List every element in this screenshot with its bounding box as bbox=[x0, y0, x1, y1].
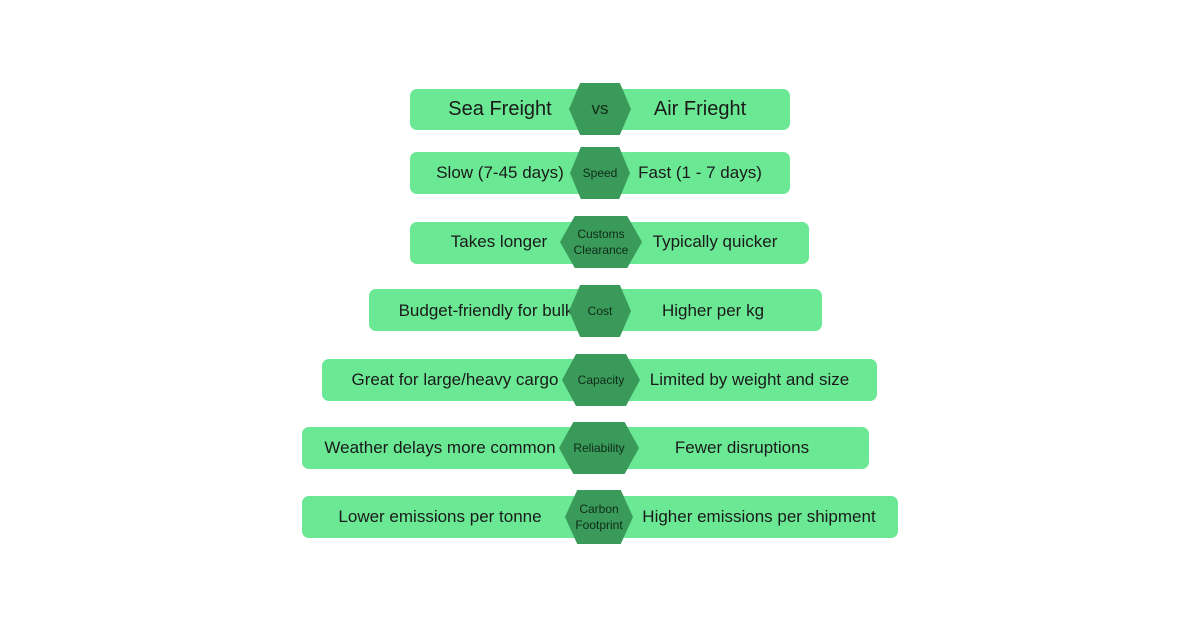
criterion-label: Capacity bbox=[577, 373, 625, 387]
header-left-label: Sea Freight bbox=[448, 97, 552, 120]
criterion-label: Cost bbox=[587, 304, 613, 318]
sea-value: Slow (7-45 days) bbox=[436, 163, 564, 182]
criterion-hexagon: Capacity bbox=[562, 354, 640, 406]
comparison-row-carbon-footprint: Lower emissions per tonne Higher emissio… bbox=[302, 490, 898, 544]
comparison-row-cost: Budget-friendly for bulk Higher per kg C… bbox=[369, 285, 822, 337]
vs-hexagon: vs bbox=[569, 83, 631, 135]
criterion-label: Speed bbox=[582, 166, 618, 180]
criterion-hexagon: Cost bbox=[569, 285, 631, 337]
header-row: Sea Freight Air Frieght vs bbox=[410, 83, 790, 135]
air-value: Typically quicker bbox=[652, 232, 778, 251]
sea-value: Weather delays more common bbox=[324, 438, 556, 457]
air-value: Higher per kg bbox=[661, 301, 765, 320]
criterion-label: Reliability bbox=[573, 441, 625, 455]
sea-value: Budget-friendly for bulk bbox=[398, 301, 574, 320]
air-value: Fewer disruptions bbox=[674, 438, 810, 457]
sea-value: Takes longer bbox=[450, 232, 548, 251]
criterion-label: Customs Clearance bbox=[573, 227, 629, 257]
comparison-row-reliability: Weather delays more common Fewer disrupt… bbox=[302, 422, 869, 474]
comparison-row-customs-clearance: Takes longer Typically quicker Customs C… bbox=[410, 216, 809, 268]
air-value: Higher emissions per shipment bbox=[642, 507, 876, 526]
criterion-hexagon: Customs Clearance bbox=[560, 216, 642, 268]
vs-label: vs bbox=[591, 99, 609, 118]
criterion-label: Carbon Footprint bbox=[575, 502, 623, 532]
header-right-label: Air Frieght bbox=[653, 97, 747, 120]
criterion-hexagon: Speed bbox=[570, 147, 630, 199]
air-value: Fast (1 - 7 days) bbox=[638, 163, 762, 182]
criterion-hexagon: Carbon Footprint bbox=[565, 490, 633, 544]
air-value: Limited by weight and size bbox=[649, 370, 850, 389]
comparison-row-speed: Slow (7-45 days) Fast (1 - 7 days) Speed bbox=[410, 147, 790, 199]
sea-value: Great for large/heavy cargo bbox=[351, 370, 559, 389]
sea-value: Lower emissions per tonne bbox=[338, 507, 542, 526]
criterion-hexagon: Reliability bbox=[559, 422, 639, 474]
comparison-row-capacity: Great for large/heavy cargo Limited by w… bbox=[322, 354, 877, 406]
